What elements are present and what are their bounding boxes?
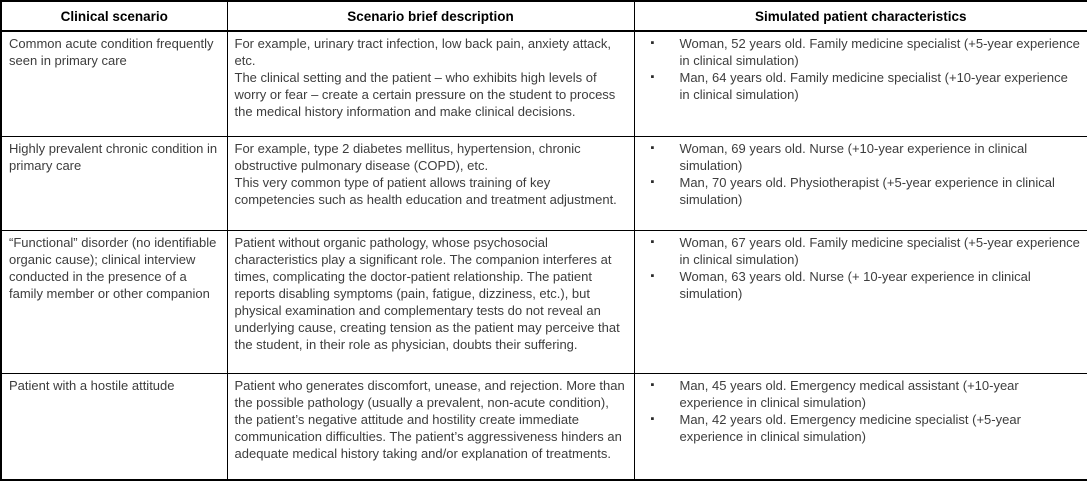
table-row: Highly prevalent chronic condition in pr… [0,135,1087,231]
list-item: ▪ Woman, 52 years old. Family medicine sp… [651,35,1081,69]
scenario-cell: “Functional” disorder (no identifiable o… [0,229,228,374]
patient-text: Man, 70 years old. Physiotherapist (+5-y… [679,174,1055,207]
patients-cell: ▪ Woman, 67 years old. Family medicine sp… [633,229,1087,374]
scenario-cell: Common acute condition frequently seen i… [0,30,228,137]
description-paragraph: For example, type 2 diabetes mellitus, h… [234,140,581,173]
list-item: ▪ Man, 42 years old. Emergency medicine s… [651,411,1081,445]
patient-text: Woman, 69 years old. Nurse (+10-year exp… [679,140,1028,173]
header-cell-patient-characteristics: Simulated patient characteristics [633,0,1087,32]
patient-list: ▪ Woman, 67 years old. Family medicine sp… [642,234,1081,302]
patient-text: Woman, 52 years old. Family medicine spe… [679,36,1080,68]
description-cell: For example, urinary tract infection, lo… [226,30,635,137]
description-cell: Patient who generates discomfort, unease… [226,372,635,481]
list-item: ▪ Man, 64 years old. Family medicine spec… [651,69,1081,103]
list-item: ▪ Woman, 69 years old. Nurse (+10-year ex… [651,140,1081,174]
header-cell-brief-description: Scenario brief description [226,0,635,32]
square-bullet-icon: ▪ [650,378,655,391]
list-item: ▪ Man, 70 years old. Physiotherapist (+5-… [651,174,1081,208]
patients-cell: ▪ Man, 45 years old. Emergency medical as… [633,372,1087,481]
description-paragraph: Patient who generates discomfort, unease… [234,377,625,461]
table-header-row: Clinical scenario Scenario brief descrip… [0,0,1087,32]
list-item: ▪ Woman, 67 years old. Family medicine sp… [651,234,1081,268]
square-bullet-icon: ▪ [650,37,655,49]
square-bullet-icon: ▪ [650,175,655,188]
patient-text: Man, 45 years old. Emergency medical ass… [679,377,1019,410]
square-bullet-icon: ▪ [650,412,655,425]
patient-list: ▪ Woman, 52 years old. Family medicine sp… [642,35,1081,103]
scenario-cell: Patient with a hostile attitude [0,372,228,481]
table-row: Common acute condition frequently seen i… [0,30,1087,137]
list-item: ▪ Woman, 63 years old. Nurse (+ 10-year e… [651,268,1081,302]
patients-cell: ▪ Woman, 52 years old. Family medicine sp… [633,30,1087,137]
patient-text: Man, 64 years old. Family medicine speci… [679,70,1068,102]
patient-list: ▪ Woman, 69 years old. Nurse (+10-year ex… [642,140,1081,208]
scenario-cell: Highly prevalent chronic condition in pr… [0,135,228,231]
patients-cell: ▪ Woman, 69 years old. Nurse (+10-year ex… [633,135,1087,231]
description-paragraph: The clinical setting and the patient – w… [234,70,616,119]
square-bullet-icon: ▪ [650,269,655,282]
header-cell-clinical-scenario: Clinical scenario [0,0,228,32]
patient-list: ▪ Man, 45 years old. Emergency medical as… [642,377,1081,445]
description-paragraph: Patient without organic pathology, whose… [234,234,620,352]
square-bullet-icon: ▪ [650,141,655,154]
square-bullet-icon: ▪ [650,71,655,83]
list-item: ▪ Man, 45 years old. Emergency medical as… [651,377,1081,411]
description-paragraph: For example, urinary tract infection, lo… [234,36,611,68]
square-bullet-icon: ▪ [650,235,655,248]
table-row: Patient with a hostile attitude Patient … [0,372,1087,481]
patient-text: Man, 42 years old. Emergency medicine sp… [679,411,1021,444]
description-paragraph: This very common type of patient allows … [234,174,617,207]
table-row: “Functional” disorder (no identifiable o… [0,229,1087,374]
patient-text: Woman, 63 years old. Nurse (+ 10-year ex… [679,268,1031,301]
description-cell: For example, type 2 diabetes mellitus, h… [226,135,635,231]
patient-text: Woman, 67 years old. Family medicine spe… [679,234,1080,267]
description-cell: Patient without organic pathology, whose… [226,229,635,374]
